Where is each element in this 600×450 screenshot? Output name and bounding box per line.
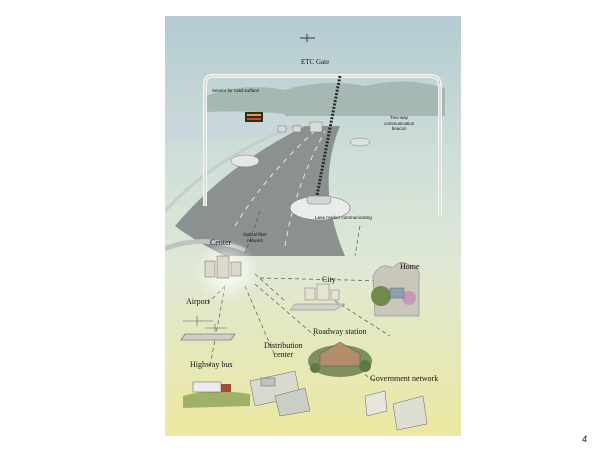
airport-label: Airport	[186, 297, 210, 306]
two-way-line3: beacon	[391, 126, 407, 131]
government-network-scene	[364, 390, 428, 431]
optical-fiber-label: Optical fiber network	[243, 232, 267, 243]
home-label: Home	[400, 262, 420, 271]
its-illustration	[165, 16, 461, 436]
lane-marker-label: Lane marker communicating	[315, 215, 372, 220]
city-buildings	[289, 283, 346, 311]
etc-gate-label: ETC Gate	[301, 58, 330, 66]
distribution-center-scene	[249, 370, 311, 417]
airport-scene	[180, 316, 236, 341]
government-network-label: Government network	[370, 374, 439, 383]
center-buildings	[204, 255, 242, 279]
airplane-icon	[300, 34, 315, 42]
distribution-line2: center	[273, 350, 294, 359]
optical-fiber-line2: network	[247, 237, 263, 243]
road	[175, 126, 345, 256]
lane-dashes-2	[284, 130, 326, 247]
lane-dashes	[234, 130, 316, 227]
highway-bus-scene	[183, 381, 250, 408]
city-label: City	[322, 275, 336, 284]
roadway-station-scene	[308, 341, 372, 377]
home-scene	[371, 262, 420, 317]
hills	[205, 81, 445, 116]
optical-fiber-line1: Optical fiber	[243, 232, 268, 237]
highway-bus-label: Highway bus	[190, 360, 233, 369]
two-way-beacon-label: Two-way communication beacon	[384, 115, 414, 132]
two-way-line1: Two-way	[390, 115, 409, 120]
message-sign	[245, 112, 263, 122]
sensor-label: Sensor for road surface	[212, 88, 260, 93]
distribution-center-label: Distribution center	[264, 341, 303, 359]
distribution-line1: Distribution	[264, 341, 303, 350]
vehicles	[230, 121, 371, 221]
roadway-station-label: Roadway station	[313, 327, 367, 336]
center-label: Center	[210, 238, 232, 247]
beacon-beam	[313, 75, 342, 207]
two-way-line2: communication	[384, 120, 415, 126]
page-number: 4	[582, 434, 588, 444]
